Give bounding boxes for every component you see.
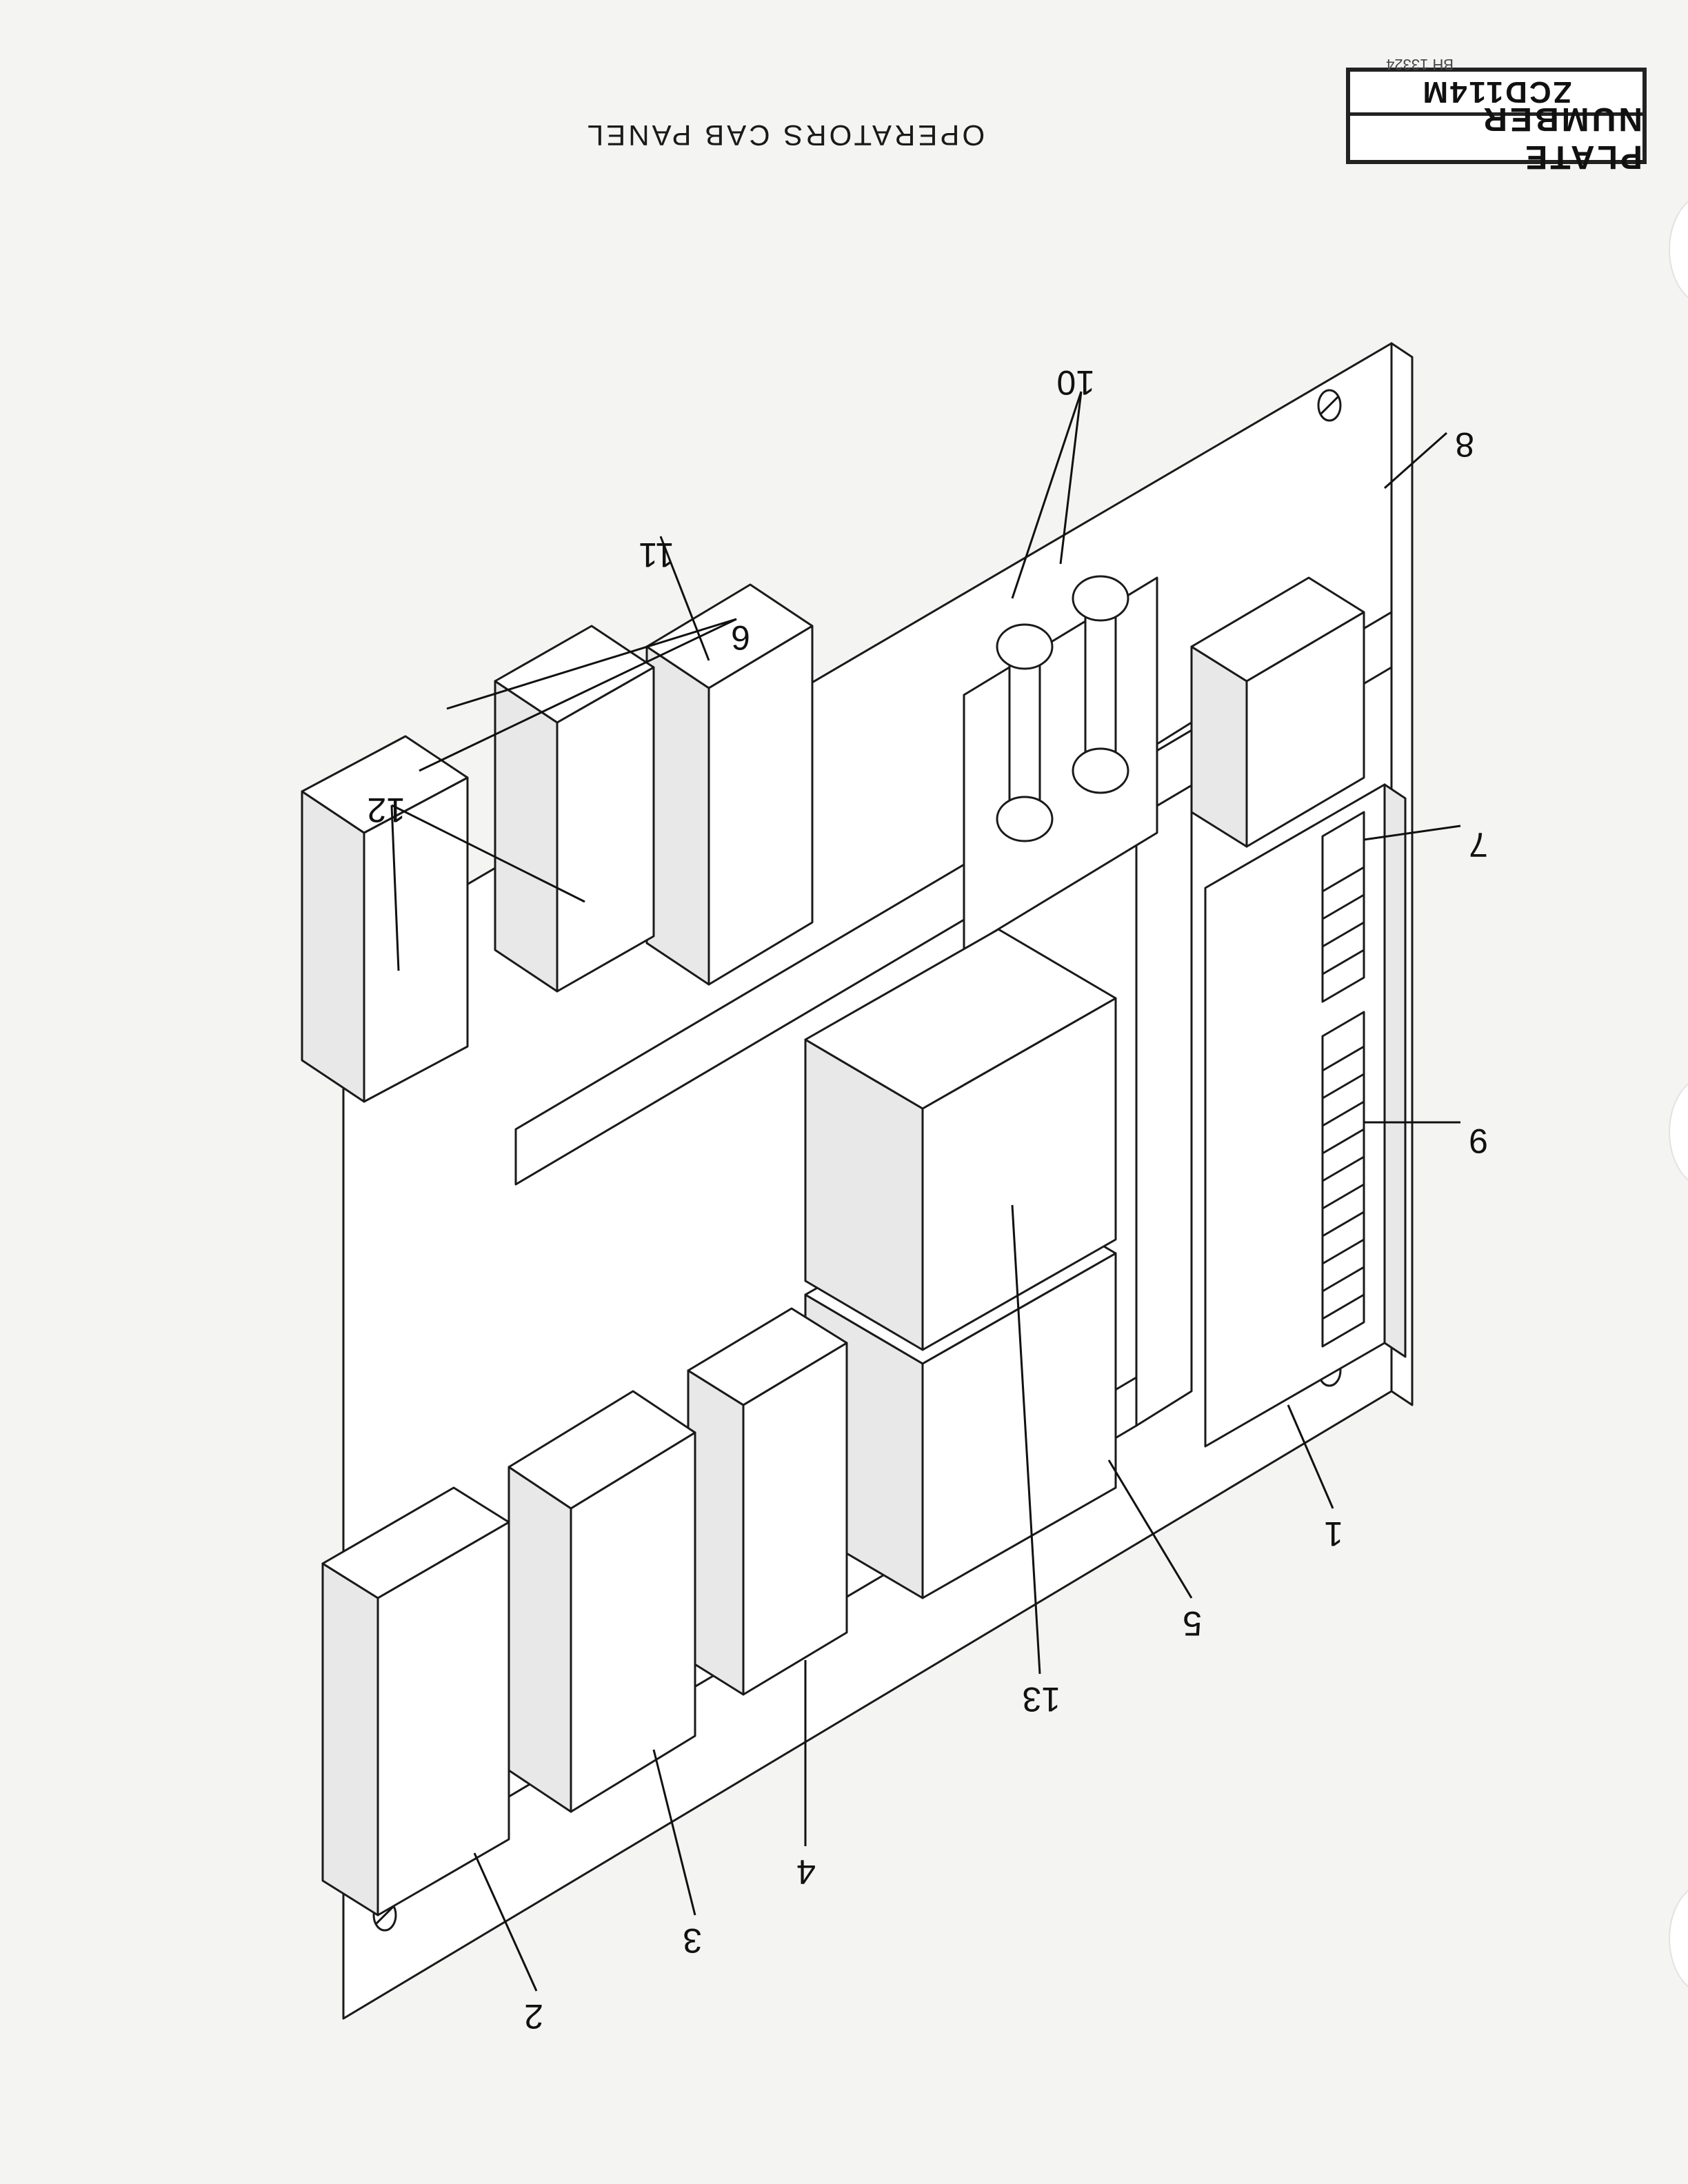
svg-text:3: 3: [683, 1921, 702, 1960]
callout-9: 9: [1364, 1121, 1488, 1160]
relay-8: [1190, 576, 1365, 848]
callout-3: 3: [652, 1749, 702, 1960]
terminal-strip-assembly: [1204, 783, 1407, 1448]
callout-7: 7: [1363, 825, 1488, 864]
relay-11: [645, 583, 814, 986]
rail-horizontal-upper: [514, 611, 1393, 1186]
svg-text:9: 9: [1469, 1122, 1488, 1160]
svg-text:1: 1: [1324, 1515, 1343, 1553]
svg-text:6: 6: [731, 618, 750, 657]
svg-text:10: 10: [1056, 363, 1095, 402]
svg-text:11: 11: [639, 536, 674, 574]
relay-13: [804, 928, 1117, 1351]
callout-2: 2: [473, 1852, 543, 2036]
relay-2: [321, 1486, 510, 1917]
svg-text:7: 7: [1469, 825, 1488, 864]
callout-11: 11: [639, 536, 710, 661]
svg-text:8: 8: [1455, 425, 1474, 464]
callout-5: 5: [1107, 1459, 1202, 1643]
callout-10: 10: [1011, 363, 1095, 599]
terminal-blocks: [1321, 811, 1365, 1348]
svg-text:2: 2: [524, 1997, 543, 2036]
svg-text:13: 13: [1022, 1680, 1061, 1719]
relay-12-a: [494, 625, 655, 993]
callout-8: 8: [1384, 425, 1474, 489]
callout-13: 13: [1011, 1204, 1061, 1719]
relay-12-b: [301, 735, 469, 1103]
callout-1: 1: [1287, 1404, 1343, 1553]
svg-text:5: 5: [1183, 1604, 1202, 1643]
svg-text:4: 4: [796, 1852, 816, 1891]
callout-12: 12: [367, 791, 585, 971]
relay-3: [508, 1390, 696, 1813]
relay-4: [687, 1307, 848, 1696]
callout-6: 6: [419, 618, 750, 772]
callout-4: 4: [796, 1660, 816, 1891]
